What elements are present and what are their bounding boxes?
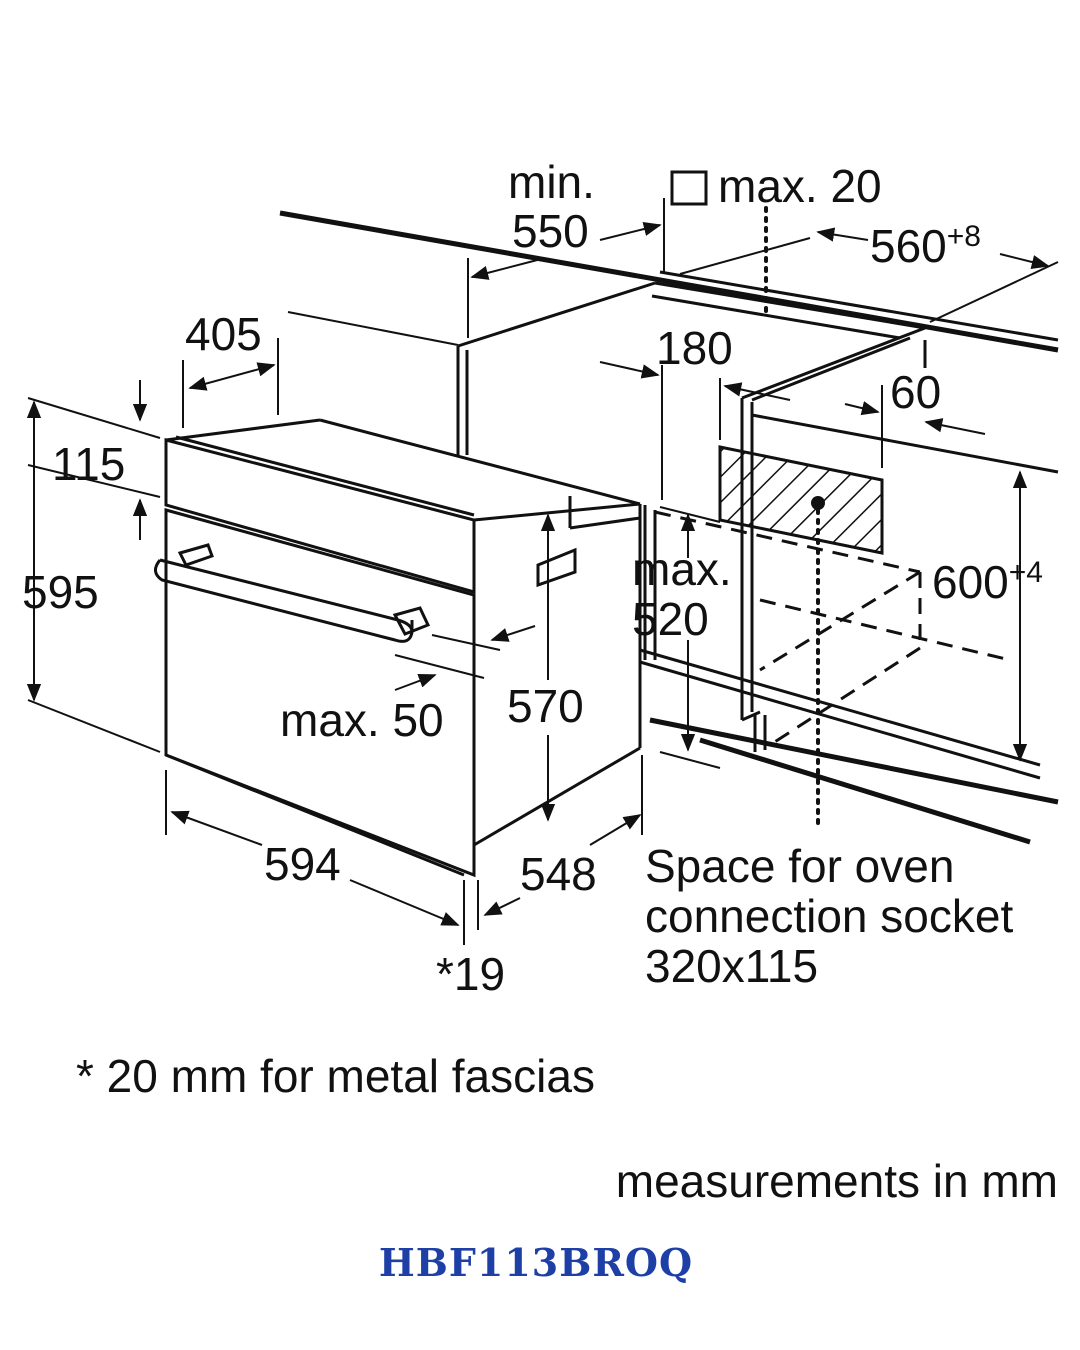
label-548: 548 — [520, 848, 597, 900]
socket-note-line1: Space for oven — [645, 840, 954, 892]
label-max-20: max. 20 — [718, 160, 882, 212]
label-max-50: max. 50 — [280, 694, 444, 746]
oven-handle — [154, 543, 431, 643]
label-min: min. — [508, 156, 595, 208]
model-number: HBF113BROQ — [379, 1240, 693, 1285]
footnote: * 20 mm for metal fascias — [76, 1050, 595, 1102]
label-405: 405 — [185, 308, 262, 360]
label-115: 115 — [52, 438, 125, 490]
units-note: measurements in mm — [616, 1155, 1058, 1207]
label-max-a: max. — [632, 543, 732, 595]
label-520: 520 — [632, 593, 709, 645]
cabinet-niche — [279, 206, 1059, 845]
label-594: 594 — [264, 838, 341, 890]
label-560: 560+8 — [870, 220, 981, 272]
socket-note-line3: 320x115 — [645, 940, 818, 992]
label-595: 595 — [22, 566, 99, 618]
label-550: 550 — [512, 205, 589, 257]
label-180: 180 — [656, 322, 733, 374]
socket-dot — [811, 496, 825, 510]
label-60: 60 — [890, 366, 941, 418]
socket-hatched-area — [718, 445, 884, 555]
label-600: 600+4 — [932, 556, 1043, 608]
socket-note-line2: connection socket — [645, 890, 1013, 942]
label-19: *19 — [436, 948, 505, 1000]
oven-body — [164, 418, 642, 878]
dimension-lines — [26, 198, 1059, 945]
label-570: 570 — [507, 680, 584, 732]
square-symbol-icon — [670, 170, 708, 206]
